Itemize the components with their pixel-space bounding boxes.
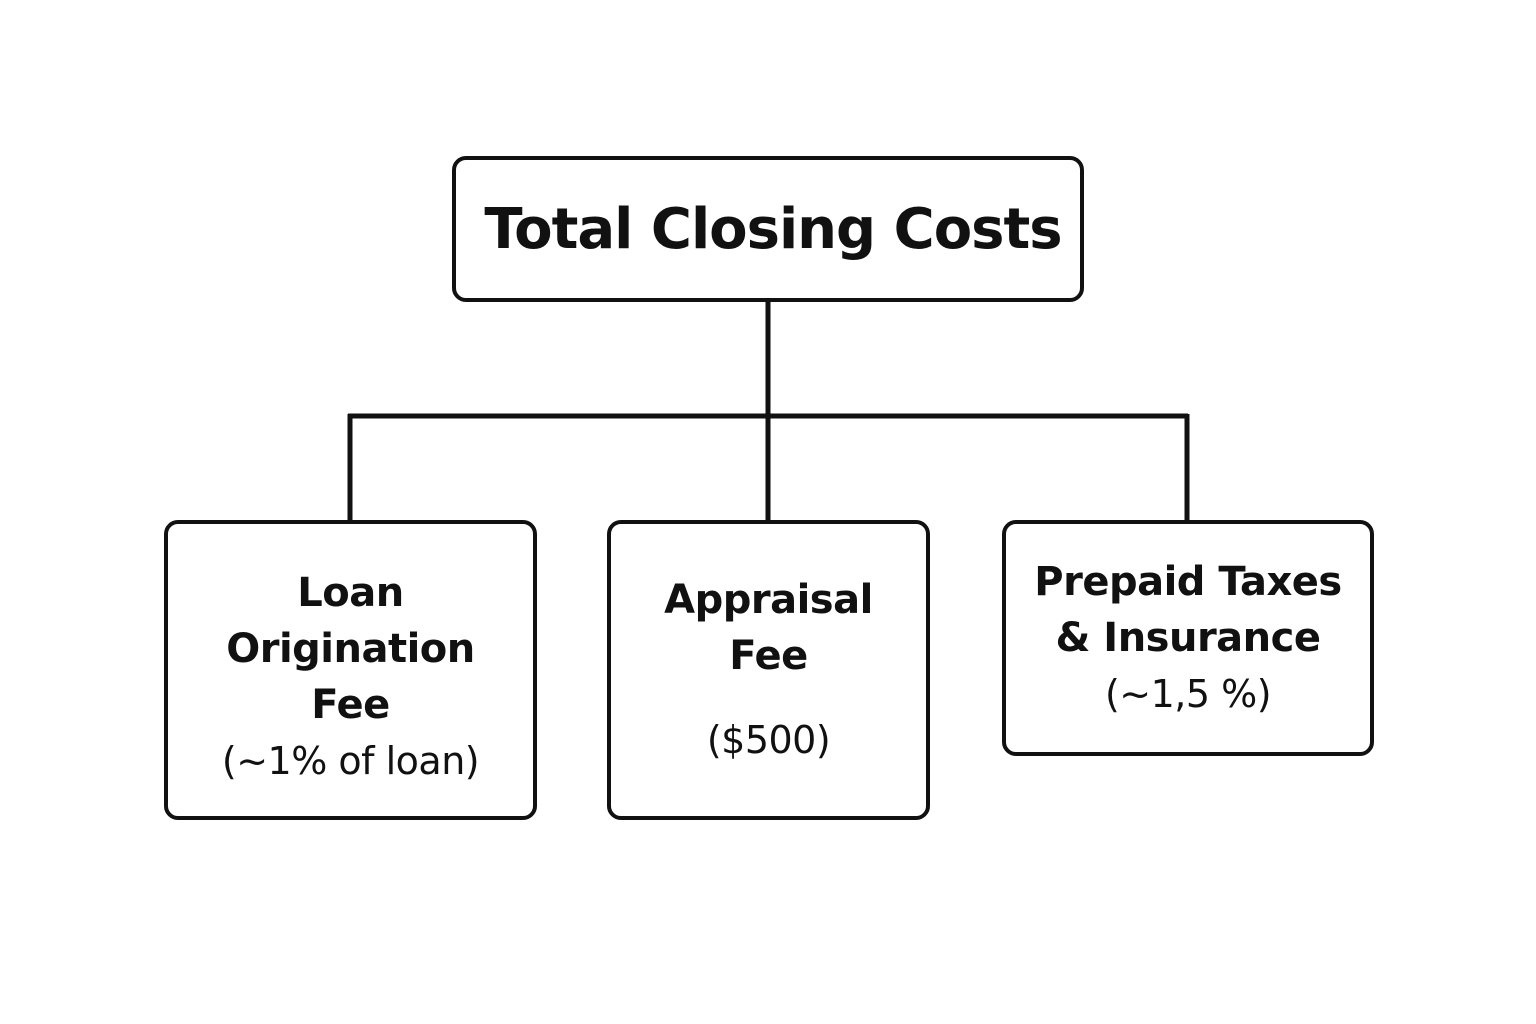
child-node-appraisal-fee: Appraisal Fee ($500) (607, 520, 930, 820)
child-node-label-line: Origination (226, 626, 475, 672)
child-node-label-line: & Insurance (1055, 615, 1322, 661)
child-node-label-line: Prepaid Taxes (1034, 559, 1342, 605)
root-node-total-closing-costs: Total Closing Costs (452, 156, 1084, 302)
root-node-label: Total Closing Costs (484, 196, 1062, 262)
child-node-label-line: Fee (729, 633, 808, 679)
child-node-detail: (~1% of loan) (221, 739, 480, 783)
child-node-prepaid-taxes-insurance: Prepaid Taxes & Insurance (~1,5 %) (1002, 520, 1374, 756)
child-node-loan-origination-fee: Loan Origination Fee (~1% of loan) (164, 520, 537, 820)
child-node-detail: ($500) (706, 718, 831, 762)
child-node-label-line: Fee (311, 682, 390, 728)
child-node-label-line: Loan (297, 570, 404, 616)
child-node-label-line: Appraisal (664, 577, 873, 623)
child-node-detail: (~1,5 %) (1104, 672, 1272, 716)
